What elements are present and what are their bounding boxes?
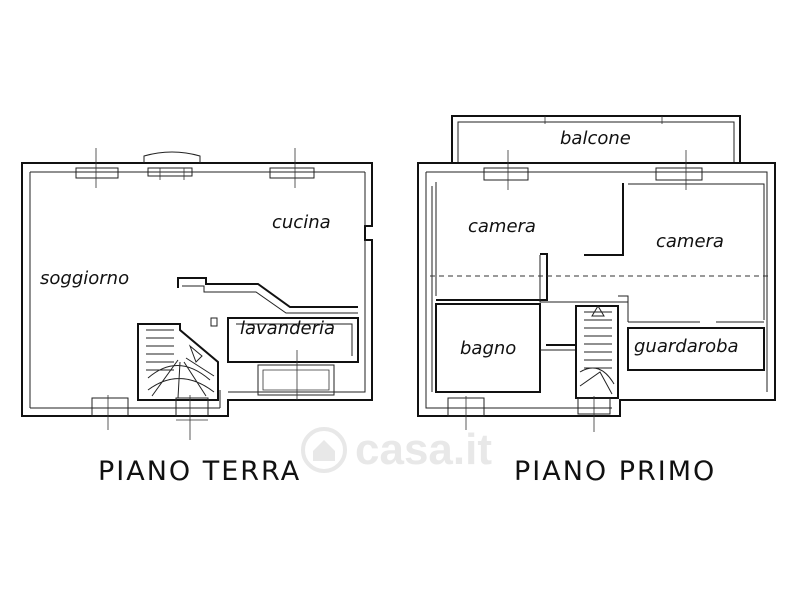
laundry-room-walls [227,317,359,363]
kitchen-partition [177,277,358,308]
watermark-text: casa.it [355,425,492,474]
balcony-outline [451,115,741,163]
first-floor-outer-walls [417,162,776,417]
ground-floor-inner-wall-line [29,171,366,409]
first-floor-plan [417,115,776,432]
room-label-bedroom-1: camera [468,216,536,237]
window-first-2 [655,167,703,181]
room-label-laundry: lavanderia [240,318,336,339]
room-label-kitchen: cucina [272,212,331,233]
bathroom-walls [435,303,541,393]
plan-title-ground-floor: PIANO TERRA [98,456,302,487]
window-ground-bottom-2 [175,397,209,417]
window-ground-bottom-1 [91,397,129,417]
room-label-balcony: balcone [560,128,631,149]
bedroom-partition [436,183,624,301]
room-label-living: soggiorno [40,268,130,289]
house-icon [301,427,347,473]
room-label-bathroom: bagno [460,338,517,359]
window-ground-1 [75,167,119,179]
ground-floor-outer-walls [21,162,373,417]
window-laundry [257,364,335,396]
chimney-bump [143,151,201,163]
window-first-1 [483,167,529,181]
first-floor-staircase [575,295,629,399]
plan-title-first-floor: PIANO PRIMO [514,456,717,487]
ground-floor-staircase [137,317,219,401]
window-ground-2 [269,167,315,179]
window-ground-3 [147,167,193,177]
ground-floor-plan [21,148,373,440]
room-label-bedroom-2: camera [656,231,724,252]
room-label-wardrobe: guardaroba [634,336,739,357]
